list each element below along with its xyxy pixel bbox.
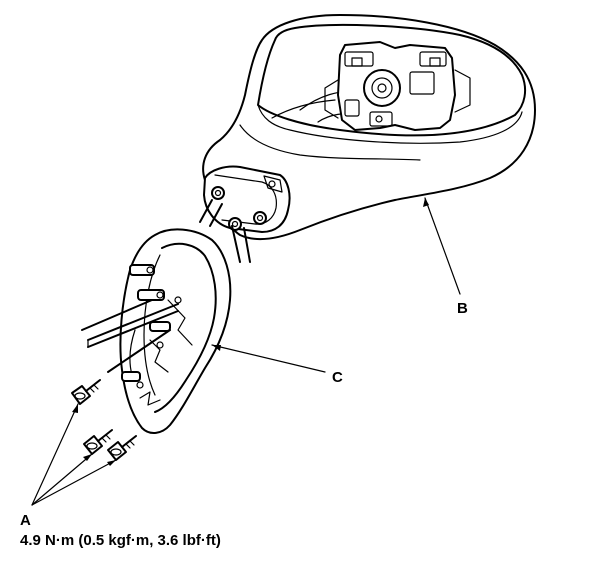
- callout-a: A: [20, 512, 31, 529]
- cover-clip: [149, 321, 171, 332]
- mount-bolt: [211, 186, 225, 200]
- screw: [107, 435, 137, 461]
- torque-spec: 4.9 N·m (0.5 kgf·m, 3.6 lbf·ft): [20, 532, 221, 549]
- guide-rods: [81, 299, 179, 373]
- leader-line-b: [423, 197, 461, 295]
- mount-bolt: [253, 211, 267, 225]
- leader-line-c: [211, 344, 326, 373]
- mirror-actuator: [324, 41, 471, 131]
- cover-clip: [121, 371, 141, 382]
- mirror-housing: [199, 14, 536, 263]
- mount-bolt: [228, 217, 242, 231]
- cover-clip: [137, 289, 165, 301]
- screw: [83, 429, 113, 455]
- callout-c: C: [332, 369, 343, 386]
- mirror-cover: [119, 228, 232, 434]
- callout-b: B: [457, 300, 468, 317]
- leader-line-a: [31, 403, 117, 506]
- screw: [71, 379, 101, 405]
- cover-clip: [129, 264, 155, 276]
